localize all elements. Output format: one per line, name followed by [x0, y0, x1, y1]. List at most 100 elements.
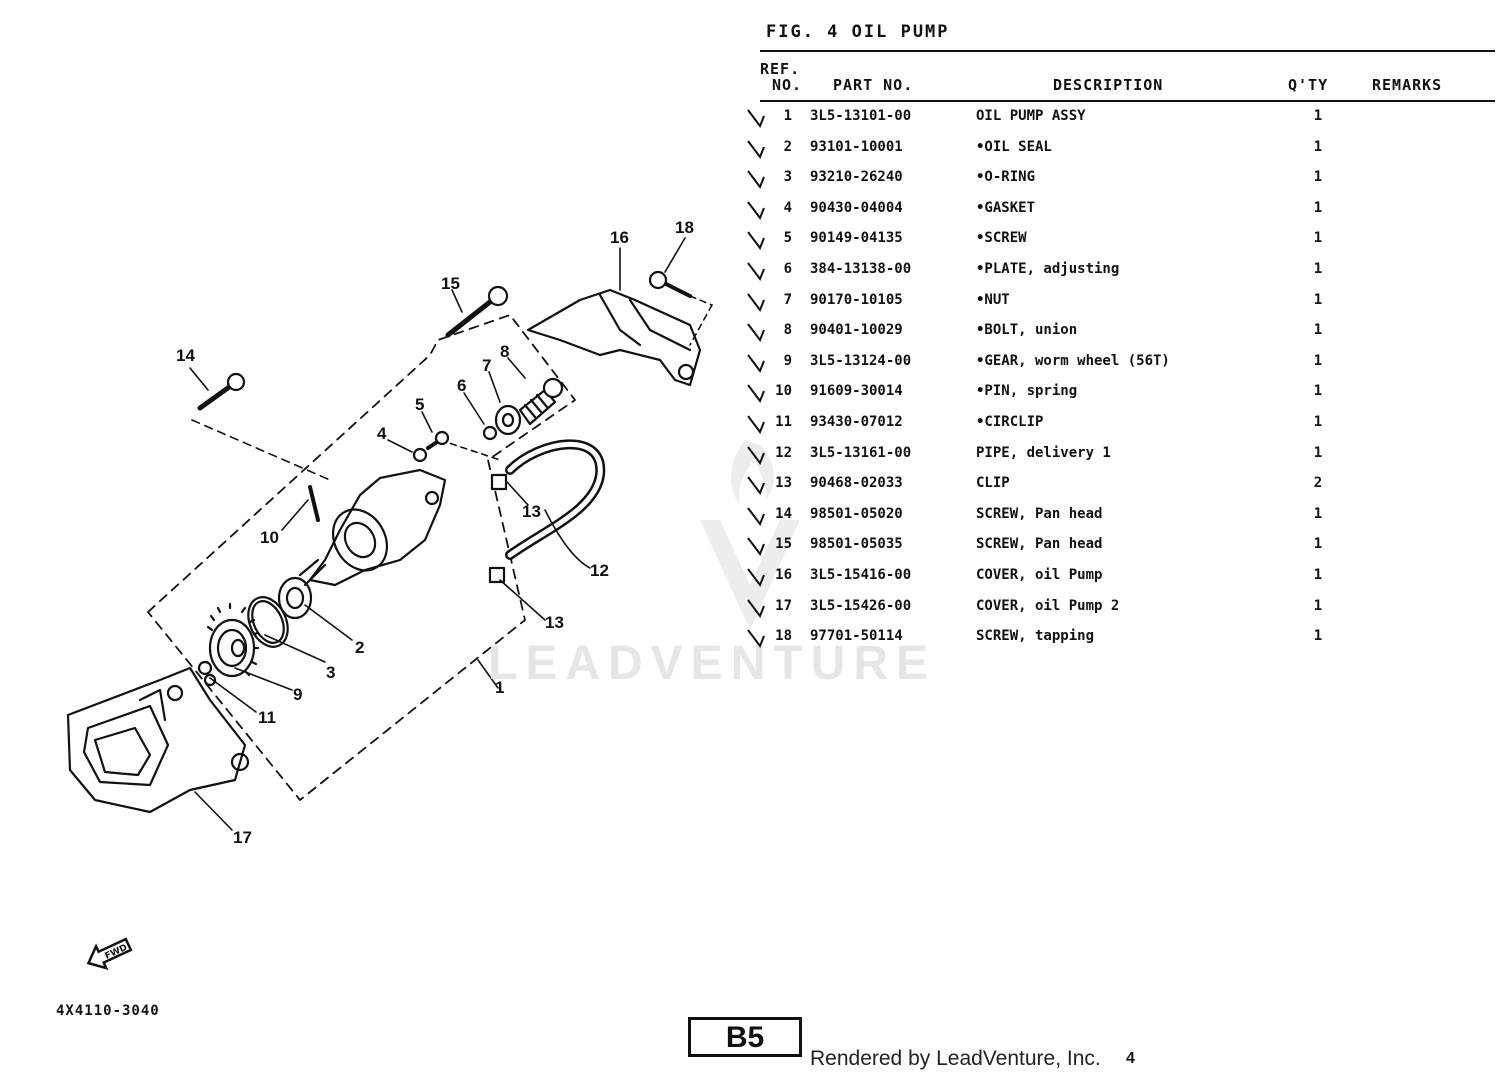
row-description: •GASKET: [976, 199, 1036, 216]
callout-12: 12: [590, 561, 609, 580]
row-ref: 16: [775, 567, 792, 583]
row-qty: 1: [1313, 352, 1323, 369]
row-part-no: 3L5-15426-00: [810, 597, 912, 614]
row-ref: 1: [783, 108, 792, 124]
row-ref: 7: [783, 291, 792, 308]
row-ref: 18: [775, 628, 792, 645]
row-ref: 3: [783, 169, 792, 186]
header-qty: Q'TY: [1288, 76, 1329, 94]
bolt-union: [518, 377, 564, 426]
check-mark-icon: [747, 354, 765, 373]
row-description: •PIN, spring: [976, 383, 1078, 400]
callout-17: 16: [610, 228, 629, 247]
row-description: •GEAR, worm wheel (56T): [976, 352, 1170, 369]
row-qty: 1: [1313, 199, 1323, 216]
row-qty: 1: [1313, 444, 1323, 461]
figure-title: FIG. 4 OIL PUMP: [766, 22, 950, 42]
row-part-no: 98501-05035: [810, 536, 903, 553]
callout-6: 6: [457, 376, 467, 395]
row-qty: 1: [1313, 628, 1323, 645]
row-qty: 1: [1313, 230, 1323, 247]
callout-4: 4: [377, 424, 387, 443]
row-part-no: 90170-10105: [810, 291, 903, 308]
callout-11: 11: [258, 708, 276, 727]
row-part-no: 93210-26240: [810, 169, 903, 186]
callout-13-upper: 13: [522, 502, 541, 521]
row-ref: 4: [783, 199, 792, 216]
row-part-no: 3L5-15416-00: [810, 567, 912, 583]
row-part-no: 90149-04135: [810, 230, 903, 247]
header-rule: [760, 100, 1495, 102]
row-part-no: 98501-05020: [810, 505, 903, 522]
table-row: 4 90430-04004 •GASKET 1: [740, 200, 1480, 224]
page-badge: B5: [688, 1017, 802, 1057]
callout-5: 5: [415, 395, 425, 414]
row-description: CLIP: [976, 475, 1010, 492]
check-mark-icon: [747, 537, 765, 557]
row-ref: 6: [783, 261, 792, 277]
page-number: 4: [1126, 1050, 1135, 1067]
header-description: DESCRIPTION: [1053, 76, 1164, 94]
row-description: •BOLT, union: [976, 322, 1078, 339]
check-mark-icon: [747, 231, 765, 251]
callout-8: 8: [500, 342, 510, 361]
row-description: •OIL SEAL: [976, 138, 1052, 155]
row-qty: 1: [1313, 383, 1323, 400]
row-part-no: 97701-50114: [810, 628, 903, 645]
row-description: •O-RING: [976, 169, 1036, 186]
check-mark-icon: [747, 201, 765, 220]
row-description: •PLATE, adjusting: [976, 261, 1120, 277]
watermark-text: LEADVENTURE: [488, 637, 937, 690]
check-mark-icon: [747, 139, 765, 159]
cover-oil-pump-2: [526, 288, 702, 387]
row-description: •CIRCLIP: [976, 414, 1044, 430]
row-qty: 1: [1313, 536, 1323, 553]
check-mark-icon: [747, 323, 765, 343]
callout-18: 18: [675, 218, 694, 237]
callout-7: 7: [482, 356, 492, 375]
callout-1: 1: [495, 678, 505, 697]
row-part-no: 93430-07012: [810, 414, 903, 430]
row-qty: 1: [1313, 169, 1323, 186]
check-mark-icon: [747, 445, 765, 465]
row-ref: 13: [775, 475, 792, 492]
row-part-no: 384-13138-00: [810, 261, 912, 277]
title-rule: [760, 50, 1495, 52]
check-mark-icon: [747, 629, 765, 649]
figure-code: 4X4110-3040: [56, 1003, 160, 1019]
screw-pan-head-15: [445, 285, 509, 338]
callout-13-lower: 13: [545, 613, 564, 632]
row-qty: 1: [1313, 291, 1323, 308]
row-qty: 1: [1313, 414, 1323, 430]
cover-oil-pump: [66, 666, 250, 814]
row-qty: 1: [1313, 597, 1323, 614]
row-qty: 1: [1313, 322, 1323, 339]
row-part-no: 90430-04004: [810, 199, 903, 216]
oil-seal: [277, 576, 313, 620]
callout-9: 9: [293, 685, 303, 704]
row-ref: 11: [775, 414, 792, 430]
table-row: 3 93210-26240 •O-RING 1: [740, 169, 1480, 193]
row-description: COVER, oil Pump: [976, 567, 1103, 583]
row-description: SCREW, Pan head: [976, 536, 1103, 553]
check-mark-icon: [747, 384, 765, 404]
callout-2: 2: [355, 638, 365, 657]
row-ref: 10: [775, 383, 792, 400]
row-ref: 8: [783, 322, 792, 339]
check-mark-icon: [747, 598, 765, 618]
check-mark-icon: [747, 507, 765, 526]
callout-14: 14: [176, 346, 195, 365]
row-ref: 9: [783, 352, 792, 369]
row-ref: 17: [775, 597, 792, 614]
row-part-no: 90468-02033: [810, 475, 903, 492]
